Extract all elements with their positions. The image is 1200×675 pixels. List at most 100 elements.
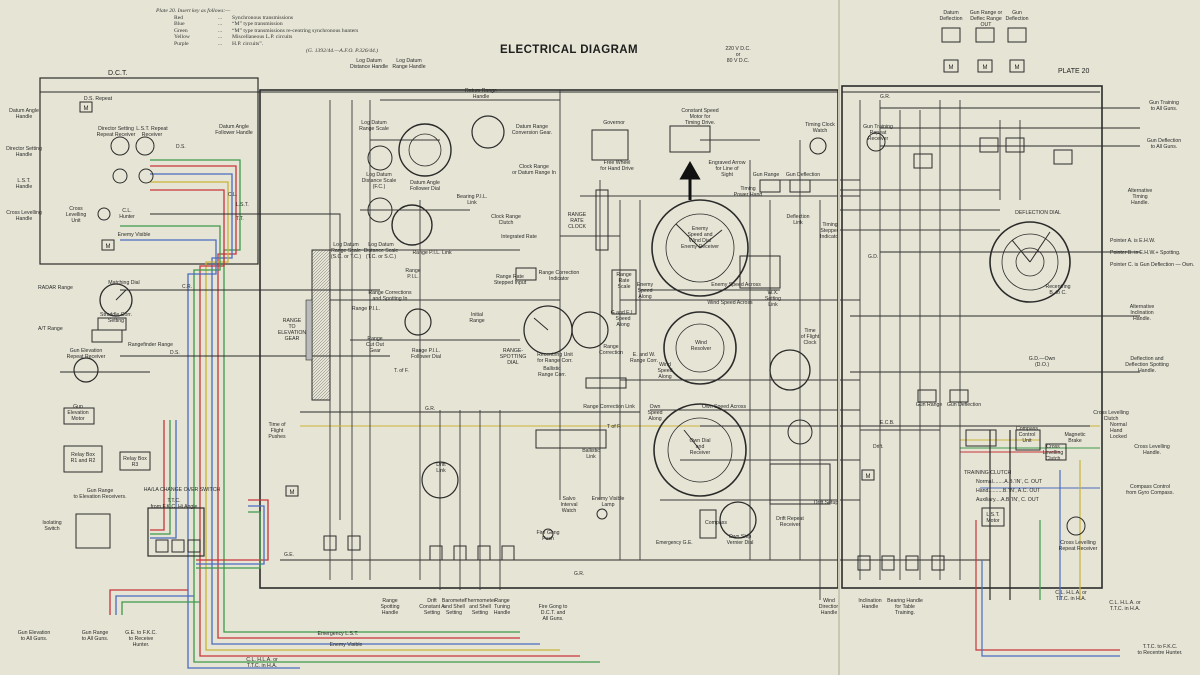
label-alternative-inclination: Alternative Inclination Handle. [1129,304,1155,322]
label-fire-gong-to: Fire Gong to D.C.T. and All Guns. [538,604,568,622]
label-drift-link: Drift Link [436,462,446,474]
label-governor: Governor [603,120,625,126]
label-lst-repeat: L.S.T. Repeat Receiver [136,126,168,138]
label-gun-elevation-repeat: Gun Elevation Repeat Receiver [66,348,106,360]
label-pointer-a: Pointer A. is E.H.W. [1110,238,1156,244]
label-range-spotting-dial: RANGE- SPOTTING DIAL [499,348,527,366]
label-wind-direction-handle: Wind Direction Handle [818,598,840,616]
range-elevation-gear [311,249,331,401]
label-rangefinder-range: Rangefinder Range [128,342,173,348]
label-fire-gong-push: Fire Gong Push [536,530,560,542]
diagram-title: ELECTRICAL DIAGRAM [500,44,638,56]
label-lst-handle: L.S.T. Handle [15,178,33,190]
label-pointer-b: Pointer B. is E.H.W.+ Spotting. [1110,250,1181,256]
label-cross-levelling-repeat: Cross Levelling Repeat Receiver [1058,540,1098,552]
label-wind-speed-across: Wind Speed Across [707,300,753,306]
label-gun-elevation-motor: Gun Elevation Motor [67,404,89,422]
label-datum-angle-handle: Datum Angle Handle [9,108,39,120]
label-gun-range-all: Gun Range to All Guns. [81,630,109,642]
label-cl-hla: C.L. H.L.A. or T.T.C. in H.A. [246,657,278,669]
svg-text:C.R.: C.R. [182,284,192,290]
label-clock-range-clutch: Clock Range Clutch [491,214,521,226]
label-cl-hunter: C.L. Hunter [119,208,135,220]
label-compass-control-unit: Compass Control Unit [1016,426,1038,444]
wiring-bundle-right [975,430,1120,657]
svg-text:M: M [84,106,89,112]
motor-boxes [79,59,1025,497]
ha-la-switch [147,507,205,557]
svg-text:Emergency G.E.: Emergency G.E. [656,540,693,546]
svg-text:G.R.: G.R. [425,406,435,412]
label-log-datum-range: Log Datum Range Handle [392,58,426,70]
label-salvo-interval-watch: Salvo Interval Watch [560,496,578,514]
label-range-correction-link: Range Correction Link [583,404,635,410]
label-datum-angle-follower: Datum Angle Follower Handle [215,124,253,136]
label-range-correction: Range Correction [599,344,623,356]
deflection-dial [989,221,1071,303]
label-gun-range-lower: Gun Range [915,402,943,408]
label-bearing-handle-table: Bearing Handle for Table Training. [887,598,923,616]
label-gun-deflection-out: Gun Deflection [1005,10,1029,22]
label-own-speed-across: Own Speed Across [701,404,747,410]
label-thermometer-shell: Thermometer and Shell Setting [464,598,496,616]
label-ge-speed-along: G and E.L. Speed Along [610,310,636,328]
label-cl-hla-right2: C.L. H.L.A. or T.T.C. in H.A. [1109,600,1141,612]
label-enemy-visible-lamp: Enemy Visible Lamp [591,496,625,508]
key-row: Yellow...Miscellaneous L.P. circuits [174,34,293,41]
svg-text:D.S.: D.S. [176,144,186,150]
label-wx-setting: W.X. Setting Link [764,290,782,308]
shafts [329,90,1021,600]
label-bearing-pil-link: Bearing P.I.L. Link [456,194,488,206]
label-constant-speed-motor: Constant Speed Motor for Timing Drive. [681,108,719,126]
label-range-rate-stepped: Range Rate Stepped Input [493,274,527,286]
table-frame-right [841,85,1103,589]
label-cross-levelling-clutch: Cross Levelling Clutch [1093,410,1129,422]
label-enemy-speed-across: Enemy Speed Across [711,282,761,288]
label-recentring-right: Recentring B. to C. [1045,284,1071,296]
wiring-bundle-left [109,159,600,669]
label-log-datum-distance-scale2: Log Datum Distance Scale (T.C. or S.C.) [363,242,399,260]
label-isolating-switch: Isolating Switch [42,520,62,532]
svg-text:T.T.: T.T. [236,216,244,222]
svg-text:C.L.: C.L. [228,192,237,198]
label-datum-angle-follower-dial: Datum Angle Follower Dial [410,180,440,192]
label-range-pil: Range P.I.L. [405,268,421,280]
label-datum-deflection: Datum Deflection [939,10,963,22]
svg-text:M: M [983,65,988,71]
matching-dial [99,283,133,317]
label-deflection-link: Deflection Link [786,214,810,226]
label-ttc-fkc: T.T.C. to F.K.C. to Recentre Hunter. [1137,644,1183,656]
label-lst-motor: L.S.T. Motor [986,512,1000,524]
label-wind-resolver: Wind Resolver [690,340,712,352]
label-relay-box-r1r2: Relay Box R1 and R2 [70,452,96,464]
label-enemy-visible-bottom: Enemy Visible [329,642,363,648]
svg-text:G.D.: G.D. [868,254,878,260]
label-own-speed-along: Own Speed Along [647,404,663,422]
plate-number: PLATE 20 [1058,68,1090,75]
label-range-corr-indicator: Range Correction Indicator [538,270,580,282]
label-ds-repeat: D.S. Repeat [83,96,113,102]
label-gun-deflection-all: Gun Deflection to All Guns. [1146,138,1182,150]
label-range-pil2: Range P.I.L. [351,306,381,312]
colour-key: Plate 20. Insert key as follows:— Red...… [156,8,456,54]
label-drift-constant: Drift Constant A Setting [419,598,445,616]
dct-box [39,77,259,265]
svg-text:Drift.: Drift. [873,444,884,450]
label-compass: Compass [705,520,727,526]
label-enemy-speed-along: Enemy Speed Along [636,282,654,300]
label-engraved-arrow: Engraved Arrow for Line of Sight [708,160,746,178]
label-time-of-flight-clock: Time of Flight Clock [800,328,820,346]
label-log-datum-range-scale: Log Datum Range Scale [359,120,389,132]
label-enemy-receiver: Enemy Receiver [680,244,720,250]
label-gun-training-all: Gun Training to All Guns. [1149,100,1179,112]
label-e-and-w: E. and W. Range Corr. [630,352,658,364]
key-row: Blue...“M” type transmission [174,21,283,28]
label-gun-range-top: Gun Range [752,172,780,178]
own-dial-receiver [653,403,747,497]
label-enemy-visible-left: Enemy Visible [117,232,151,238]
label-log-datum-range-scale2: Log Datum Range Scale (S.C. or T.C.) [330,242,362,260]
label-range-to-elevation-gear: RANGE TO ELEVATION GEAR [277,318,307,342]
label-timing-stepped: Timing Stepped Indicator [820,222,840,240]
